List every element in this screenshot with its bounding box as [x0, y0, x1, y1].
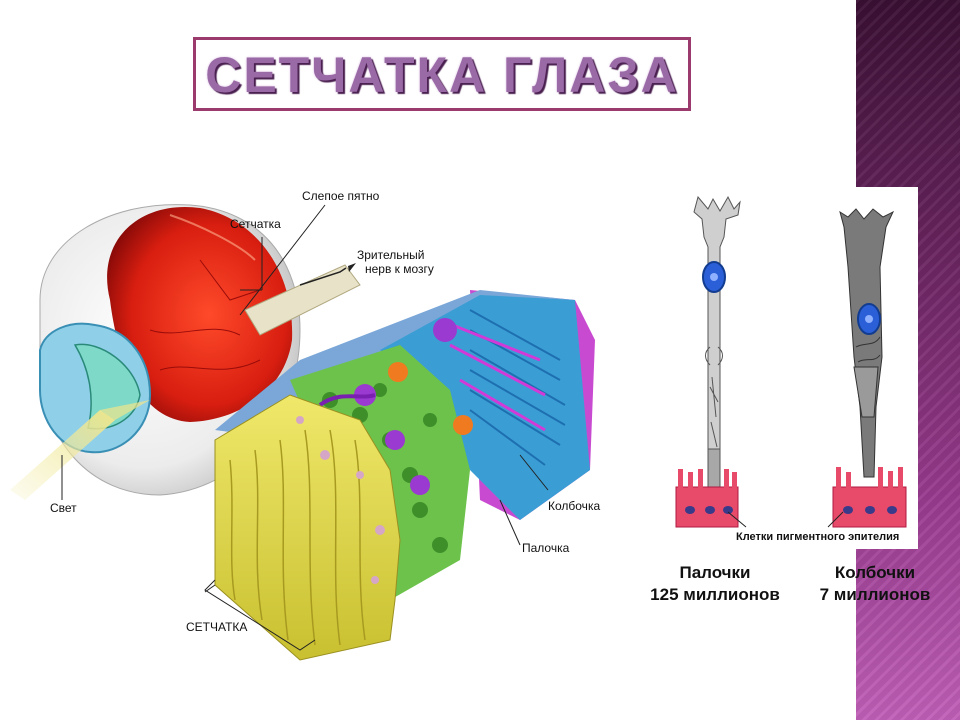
- cones-count: 7 миллионов: [819, 585, 931, 604]
- optic-nerve-label-1: Зрительный: [357, 248, 424, 262]
- retina-label: Сетчатка: [230, 217, 281, 231]
- retina-diagram: Слепое пятно Сетчатка Зрительный нерв к …: [10, 189, 600, 661]
- slide-title: СЕТЧАТКА ГЛАЗА: [205, 47, 679, 103]
- cones-caption: Колбочки 7 миллионов: [800, 562, 950, 606]
- rods-count: 125 миллионов: [650, 585, 780, 604]
- photoreceptor-panel: Клетки пигментного эпителия: [668, 187, 918, 549]
- epithelium-label: Клетки пигментного эпителия: [736, 531, 899, 543]
- rod-label: Палочка: [522, 541, 570, 555]
- cones-name: Колбочки: [834, 563, 916, 582]
- leader-lines: [61, 204, 549, 651]
- pigment-epithelium: [675, 467, 907, 528]
- blind-spot-label: Слепое пятно: [302, 189, 380, 203]
- cone-label: Колбочка: [548, 499, 600, 513]
- rod-cell: [693, 195, 741, 502]
- title-box: СЕТЧАТКА ГЛАЗА: [193, 37, 691, 111]
- photoreceptor-cells: Клетки пигментного эпителия: [675, 195, 907, 543]
- cone-cell: [839, 208, 895, 478]
- rods-name: Палочки: [679, 563, 751, 582]
- retina-layers-block: [214, 290, 595, 661]
- rods-caption: Палочки 125 миллионов: [640, 562, 790, 606]
- optic-nerve-label-2: нерв к мозгу: [365, 262, 434, 276]
- retina-layer-label: СЕТЧАТКА: [186, 620, 247, 634]
- light-label: Свет: [50, 501, 77, 515]
